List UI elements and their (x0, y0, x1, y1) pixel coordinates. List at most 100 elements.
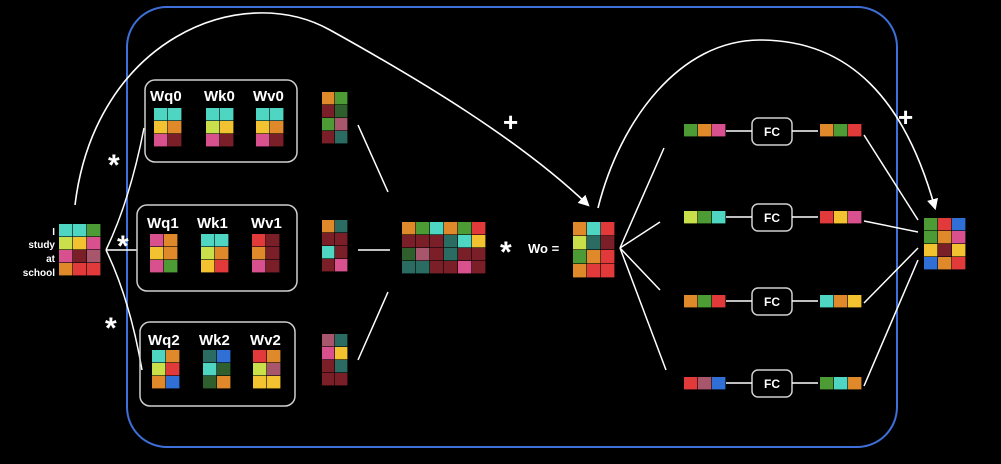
head0-wq-matrix-cell (168, 108, 182, 121)
head1-output-matrix-cell (335, 246, 348, 259)
head0-output-matrix-cell (335, 105, 348, 118)
concat-matrix-cell (444, 261, 458, 274)
head-output-connectors (357, 124, 390, 361)
encoder-block-border (126, 6, 898, 448)
final-output-matrix-cell (938, 218, 952, 231)
head1-output-matrix-cell (322, 220, 335, 233)
head-box-2 (139, 321, 296, 407)
wo-result-matrix (573, 222, 615, 278)
head0-wk-matrix-cell (220, 121, 234, 134)
head2-wv-matrix-cell (267, 376, 281, 389)
head1-wv-matrix-cell (266, 247, 280, 260)
head2-wq-matrix-cell (166, 363, 180, 376)
head0-wq-label: Wq0 (150, 88, 182, 105)
concat-matrix-cell (416, 222, 430, 235)
head2-wq-matrix-cell (152, 363, 166, 376)
head1-wk-matrix (201, 234, 229, 273)
final-output-matrix-cell (952, 257, 966, 270)
input-matrix-cell (73, 237, 87, 250)
input-matrix-cell (59, 237, 73, 250)
fc-input-row-1-cell (712, 211, 726, 224)
head0-wq-matrix-cell (168, 134, 182, 147)
head0-wq-matrix (154, 108, 182, 147)
fc-connectors (726, 130, 818, 384)
head2-wk-matrix-cell (217, 376, 231, 389)
head0-wk-matrix (206, 108, 234, 147)
fc-input-row-0-cell (698, 124, 712, 137)
fc-output-row-3-cell (834, 377, 848, 390)
concat-matrix-cell (458, 261, 472, 274)
head0-wk-label: Wk0 (204, 88, 235, 105)
fc-output-row-3-cell (848, 377, 862, 390)
concat-matrix-cell (472, 235, 486, 248)
head2-wv-matrix-cell (267, 350, 281, 363)
final-output-matrix-cell (924, 257, 938, 270)
input-matrix-cell (73, 224, 87, 237)
wo-result-matrix-cell (573, 250, 587, 264)
multiply-symbol-wo: * (500, 236, 512, 269)
input-matrix-cell (73, 263, 87, 276)
final-output-matrix-cell (938, 231, 952, 244)
fc-output-row-2-cell (848, 295, 862, 308)
fc-input-row-2 (684, 295, 726, 308)
head0-output-matrix-cell (322, 105, 335, 118)
concat-matrix-cell (430, 248, 444, 261)
wo-result-matrix-cell (573, 236, 587, 250)
head1-wv-matrix (252, 234, 280, 273)
head1-output-matrix-cell (335, 220, 348, 233)
head0-wv-label: Wv0 (253, 88, 284, 105)
head1-wk-label: Wk1 (197, 215, 228, 232)
concat-matrix-cell (472, 261, 486, 274)
head0-wq-matrix-cell (154, 108, 168, 121)
matrices-layer (59, 92, 966, 390)
head0-wk-matrix-cell (220, 134, 234, 147)
head0-wq-matrix-cell (168, 121, 182, 134)
head1-wq-matrix-cell (164, 260, 178, 273)
head2-wq-label: Wq2 (148, 332, 180, 349)
head0-output-matrix-cell (335, 131, 348, 144)
head2-wv-matrix-cell (253, 350, 267, 363)
head0-wv-matrix-cell (270, 108, 284, 121)
input-matrix (59, 224, 101, 276)
head2-wq-matrix-cell (166, 376, 180, 389)
concat-matrix-cell (444, 235, 458, 248)
head0-output-matrix (322, 92, 348, 144)
head2-wk-matrix-cell (203, 376, 217, 389)
fc-input-row-3-cell (712, 377, 726, 390)
input-matrix-cell (73, 250, 87, 263)
head1-wq-matrix (150, 234, 178, 273)
head0-wk-matrix-cell (220, 108, 234, 121)
concat-matrix-cell (402, 261, 416, 274)
fc-output-row-3 (820, 377, 862, 390)
head2-wq-matrix-cell (152, 350, 166, 363)
head2-wk-matrix-cell (217, 350, 231, 363)
fc-input-row-3 (684, 377, 726, 390)
concat-matrix-cell (402, 222, 416, 235)
head2-wq-matrix-cell (152, 376, 166, 389)
residual-curve-1 (74, 12, 590, 207)
head1-wv-matrix-cell (266, 234, 280, 247)
concat-matrix-cell (416, 248, 430, 261)
fc-input-row-2-cell (698, 295, 712, 308)
fc-label-2: FC (764, 295, 780, 309)
head1-wk-matrix-cell (215, 260, 229, 273)
concat-matrix-cell (472, 248, 486, 261)
head0-output-matrix-cell (322, 118, 335, 131)
wo-result-matrix-cell (587, 250, 601, 264)
concat-matrix-cell (458, 235, 472, 248)
head0-wk-matrix-cell (206, 134, 220, 147)
concat-matrix-cell (444, 222, 458, 235)
head1-wq-matrix-cell (164, 247, 178, 260)
head0-wq-matrix-cell (154, 121, 168, 134)
fc-box-0: FC (751, 117, 793, 146)
head1-wv-matrix-cell (252, 234, 266, 247)
head0-output-matrix-cell (322, 92, 335, 105)
head2-output-matrix (322, 334, 348, 386)
fc-input-row-0-cell (684, 124, 698, 137)
concat-matrix-cell (402, 235, 416, 248)
input-matrix-cell (87, 263, 101, 276)
fc-box-1: FC (751, 203, 793, 232)
head2-wq-matrix-cell (166, 350, 180, 363)
head1-output-matrix-cell (335, 259, 348, 272)
